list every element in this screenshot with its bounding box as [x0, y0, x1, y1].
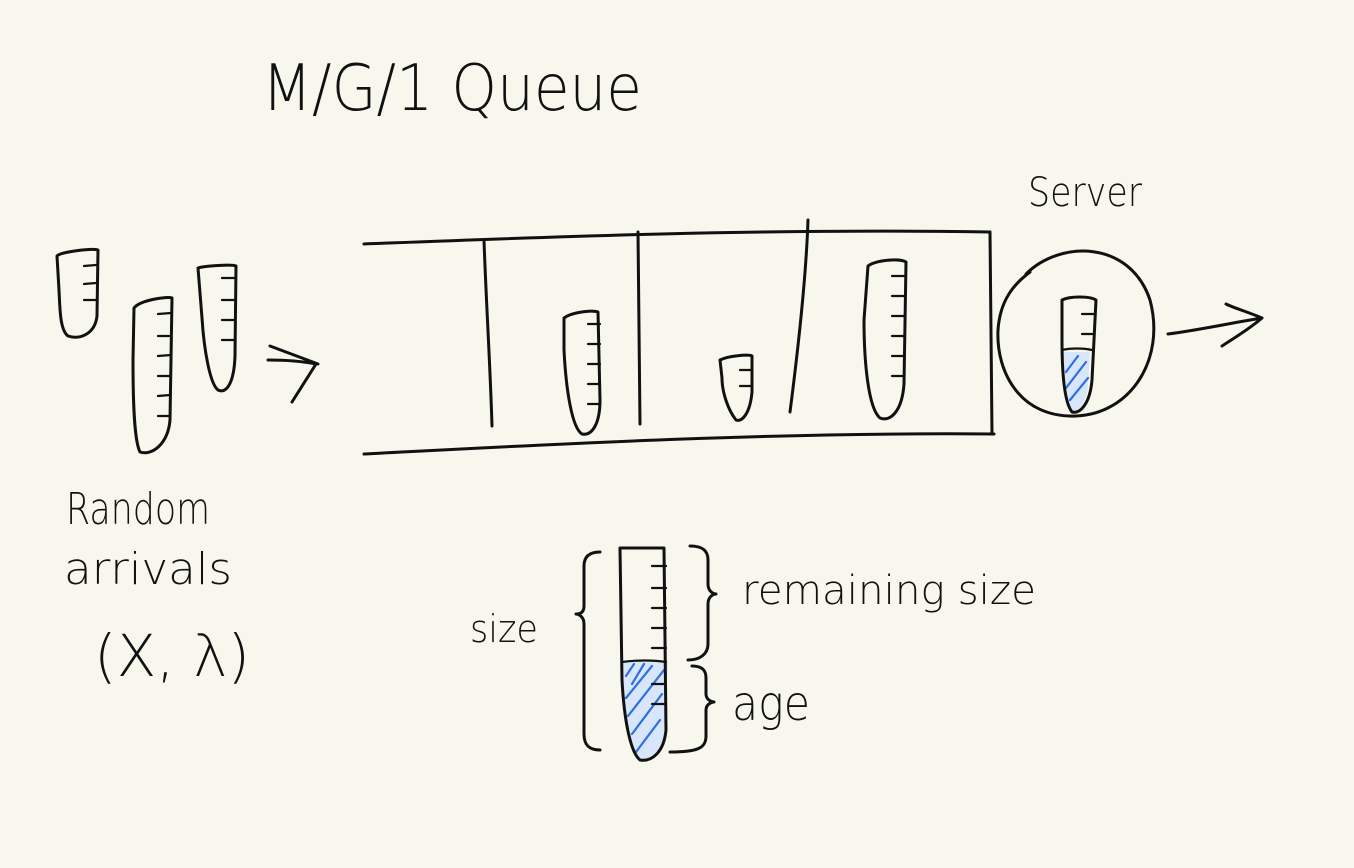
departure-arrow-icon	[1166, 302, 1264, 348]
detail-job	[618, 546, 668, 762]
arrival-job-3	[196, 263, 238, 393]
remaining-size-brace	[686, 544, 718, 662]
queue-job-3	[862, 258, 908, 421]
arrivals-params: (X, λ)	[94, 622, 250, 690]
queue-buffer	[362, 218, 996, 456]
arrivals-label-line1: Random	[66, 484, 210, 535]
queue-job-2	[718, 353, 754, 422]
age-label: age	[732, 676, 810, 732]
age-brace	[668, 664, 716, 754]
queue-job-1	[562, 309, 602, 436]
arrival-job-1	[55, 248, 100, 339]
size-label: size	[470, 607, 538, 651]
arrivals-label-line2: arrivals	[64, 544, 232, 595]
diagram-title: M/G/1 Queue	[262, 52, 642, 126]
server-label: Server	[1028, 170, 1142, 216]
arrival-arrow-icon	[266, 344, 320, 404]
server-job	[1060, 295, 1098, 414]
arrival-job-2	[131, 296, 174, 455]
remaining-size-label: remaining size	[742, 568, 1036, 614]
server-circle	[996, 249, 1156, 418]
size-brace	[574, 550, 602, 752]
